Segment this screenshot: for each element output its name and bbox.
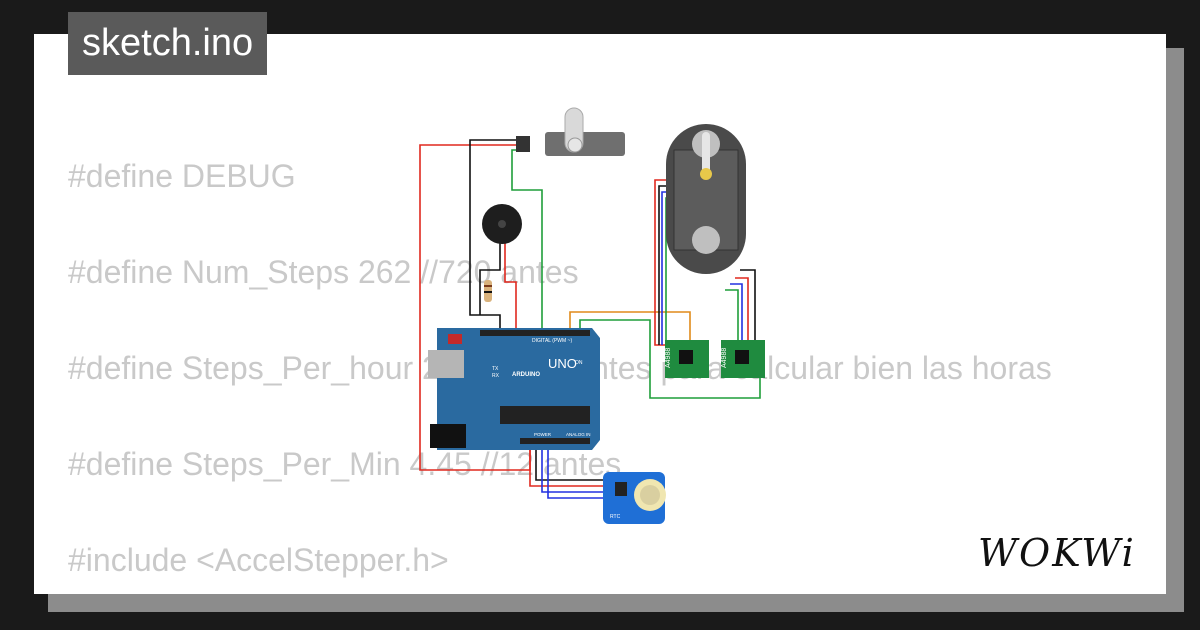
wire-black-buzzer bbox=[479, 240, 501, 315]
wire-red-buzzer bbox=[504, 240, 517, 330]
preview-card: #define DEBUG #define Num_Steps 262 //72… bbox=[34, 34, 1166, 594]
board-brand: ARDUINO bbox=[512, 372, 540, 378]
rtc-label: RTC bbox=[610, 514, 621, 520]
rx-label: RX bbox=[492, 373, 500, 379]
wire-rtc-blue1 bbox=[541, 445, 612, 493]
wire-rtc-blue2 bbox=[547, 445, 612, 499]
wire-rtc-red bbox=[529, 445, 612, 487]
wire-stepper-5 bbox=[740, 269, 756, 345]
analog-label: ANALOG IN bbox=[566, 432, 591, 437]
wire-stepper-6 bbox=[735, 277, 749, 345]
page-title: sketch.ino bbox=[82, 22, 254, 64]
wire-orange-driver bbox=[569, 311, 691, 345]
wire-rtc-black bbox=[535, 445, 612, 481]
wokwi-logo: WOKWi bbox=[978, 531, 1136, 575]
logo-text: WOKWi bbox=[978, 531, 1136, 575]
wire-green-driver bbox=[579, 319, 761, 399]
resistor bbox=[484, 280, 492, 302]
wire-stepper-8 bbox=[725, 289, 739, 345]
servo-motor bbox=[516, 107, 625, 156]
circuit-diagram: A4988 A4988 DIGITAL (PWM ~) UNO ARDUINO … bbox=[419, 107, 765, 524]
stepper-motor bbox=[666, 124, 746, 274]
power-label: POWER bbox=[534, 432, 552, 437]
tx-label: TX bbox=[492, 366, 499, 372]
board-model: UNO bbox=[548, 356, 577, 371]
on-label: ON bbox=[575, 360, 583, 366]
driver-1-label: A4988 bbox=[665, 348, 672, 368]
wire-black-servo bbox=[469, 139, 530, 330]
digital-header-label: DIGITAL (PWM ~) bbox=[532, 338, 572, 344]
rtc-module: RTC bbox=[603, 472, 666, 524]
stepper-driver-2: A4988 bbox=[721, 340, 765, 378]
buzzer bbox=[482, 204, 522, 244]
wire-stepper-7 bbox=[730, 283, 743, 345]
wire-stepper-1 bbox=[654, 179, 675, 346]
title-badge: sketch.ino bbox=[68, 12, 268, 75]
stepper-driver-1: A4988 bbox=[665, 340, 709, 378]
arduino-uno: DIGITAL (PWM ~) UNO ARDUINO TX RX ON POW… bbox=[428, 328, 600, 450]
driver-2-label: A4988 bbox=[721, 348, 728, 368]
